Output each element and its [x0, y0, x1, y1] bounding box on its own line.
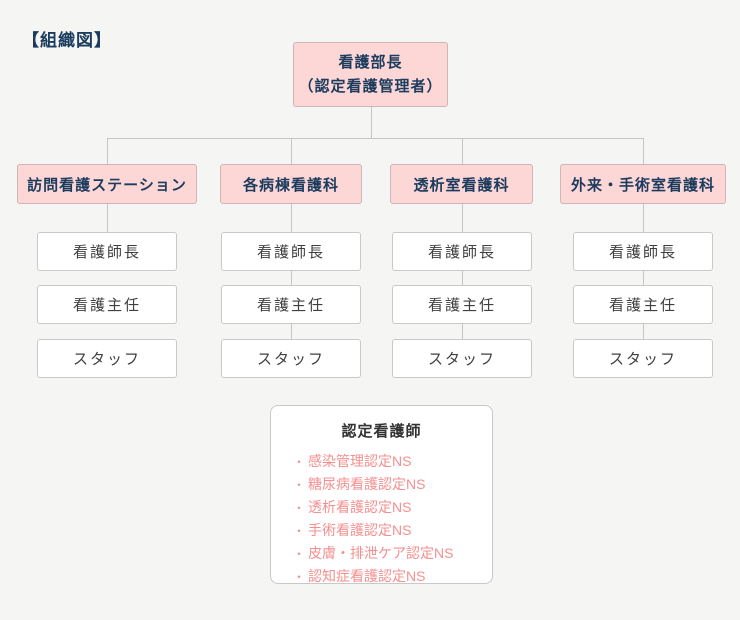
certified-item-label: 皮膚・排泄ケア認定NS: [308, 545, 454, 561]
bullet-glyph: ・: [293, 455, 306, 469]
role-node-dept3-head-nurse: 看護師長: [392, 232, 532, 271]
connector-drop-dept4: [643, 138, 644, 164]
list-item: ・皮膚・排泄ケア認定NS: [293, 542, 492, 565]
connector-dept4-role3: [643, 323, 644, 339]
certified-nurses-list: ・感染管理認定NS ・糖尿病看護認定NS ・透析看護認定NS ・手術看護認定NS…: [271, 450, 492, 588]
bullet-glyph: ・: [293, 570, 306, 584]
connector-dept4-role1: [643, 204, 644, 232]
page-title: 【組織図】: [22, 31, 112, 50]
role-node-dept4-chief-nurse: 看護主任: [573, 285, 713, 324]
dept-node-ward-nursing: 各病棟看護科: [220, 164, 362, 204]
root-node-title: 看護部長: [338, 53, 403, 71]
connector-drop-dept3: [462, 138, 463, 164]
certified-item-label: 透析看護認定NS: [308, 499, 412, 515]
dept-node-outpatient-or-nursing: 外来・手術室看護科: [560, 164, 726, 204]
connector-dept3-role2: [462, 271, 463, 285]
root-node-director: 看護部長 （認定看護管理者）: [293, 42, 448, 107]
connector-dept4-role2: [643, 271, 644, 285]
connector-root-vertical: [371, 107, 372, 138]
connector-dept2-role3: [291, 323, 292, 339]
list-item: ・認知症看護認定NS: [293, 565, 492, 588]
bullet-glyph: ・: [293, 524, 306, 538]
list-item: ・手術看護認定NS: [293, 519, 492, 542]
connector-dept3-role3: [462, 323, 463, 339]
certified-item-label: 手術看護認定NS: [308, 522, 412, 538]
connector-drop-dept2: [291, 138, 292, 164]
role-node-dept3-chief-nurse: 看護主任: [392, 285, 532, 324]
connector-dept2-role1: [291, 204, 292, 232]
bullet-glyph: ・: [293, 547, 306, 561]
role-node-dept1-staff: スタッフ: [37, 339, 177, 378]
dept-node-dialysis-nursing: 透析室看護科: [390, 164, 533, 204]
list-item: ・糖尿病看護認定NS: [293, 473, 492, 496]
bullet-glyph: ・: [293, 501, 306, 515]
role-node-dept1-head-nurse: 看護師長: [37, 232, 177, 271]
bullet-glyph: ・: [293, 478, 306, 492]
dept-node-home-visit-station: 訪問看護ステーション: [17, 164, 197, 204]
certified-item-label: 糖尿病看護認定NS: [308, 476, 426, 492]
list-item: ・感染管理認定NS: [293, 450, 492, 473]
role-node-dept2-chief-nurse: 看護主任: [221, 285, 361, 324]
connector-drop-dept1: [107, 138, 108, 164]
role-node-dept1-chief-nurse: 看護主任: [37, 285, 177, 324]
connector-dept1-role1: [107, 204, 108, 232]
role-node-dept2-head-nurse: 看護師長: [221, 232, 361, 271]
list-item: ・透析看護認定NS: [293, 496, 492, 519]
role-node-dept3-staff: スタッフ: [392, 339, 532, 378]
certified-nurses-panel: 認定看護師 ・感染管理認定NS ・糖尿病看護認定NS ・透析看護認定NS ・手術…: [270, 405, 493, 584]
certified-nurses-title: 認定看護師: [341, 423, 422, 440]
connector-spine-horizontal: [107, 138, 643, 139]
connector-dept2-role2: [291, 271, 292, 285]
root-node-subtitle: （認定看護管理者）: [298, 77, 443, 95]
certified-item-label: 認知症看護認定NS: [308, 568, 426, 584]
certified-item-label: 感染管理認定NS: [308, 453, 412, 469]
connector-dept3-role1: [462, 204, 463, 232]
role-node-dept4-staff: スタッフ: [573, 339, 713, 378]
role-node-dept4-head-nurse: 看護師長: [573, 232, 713, 271]
role-node-dept2-staff: スタッフ: [221, 339, 361, 378]
